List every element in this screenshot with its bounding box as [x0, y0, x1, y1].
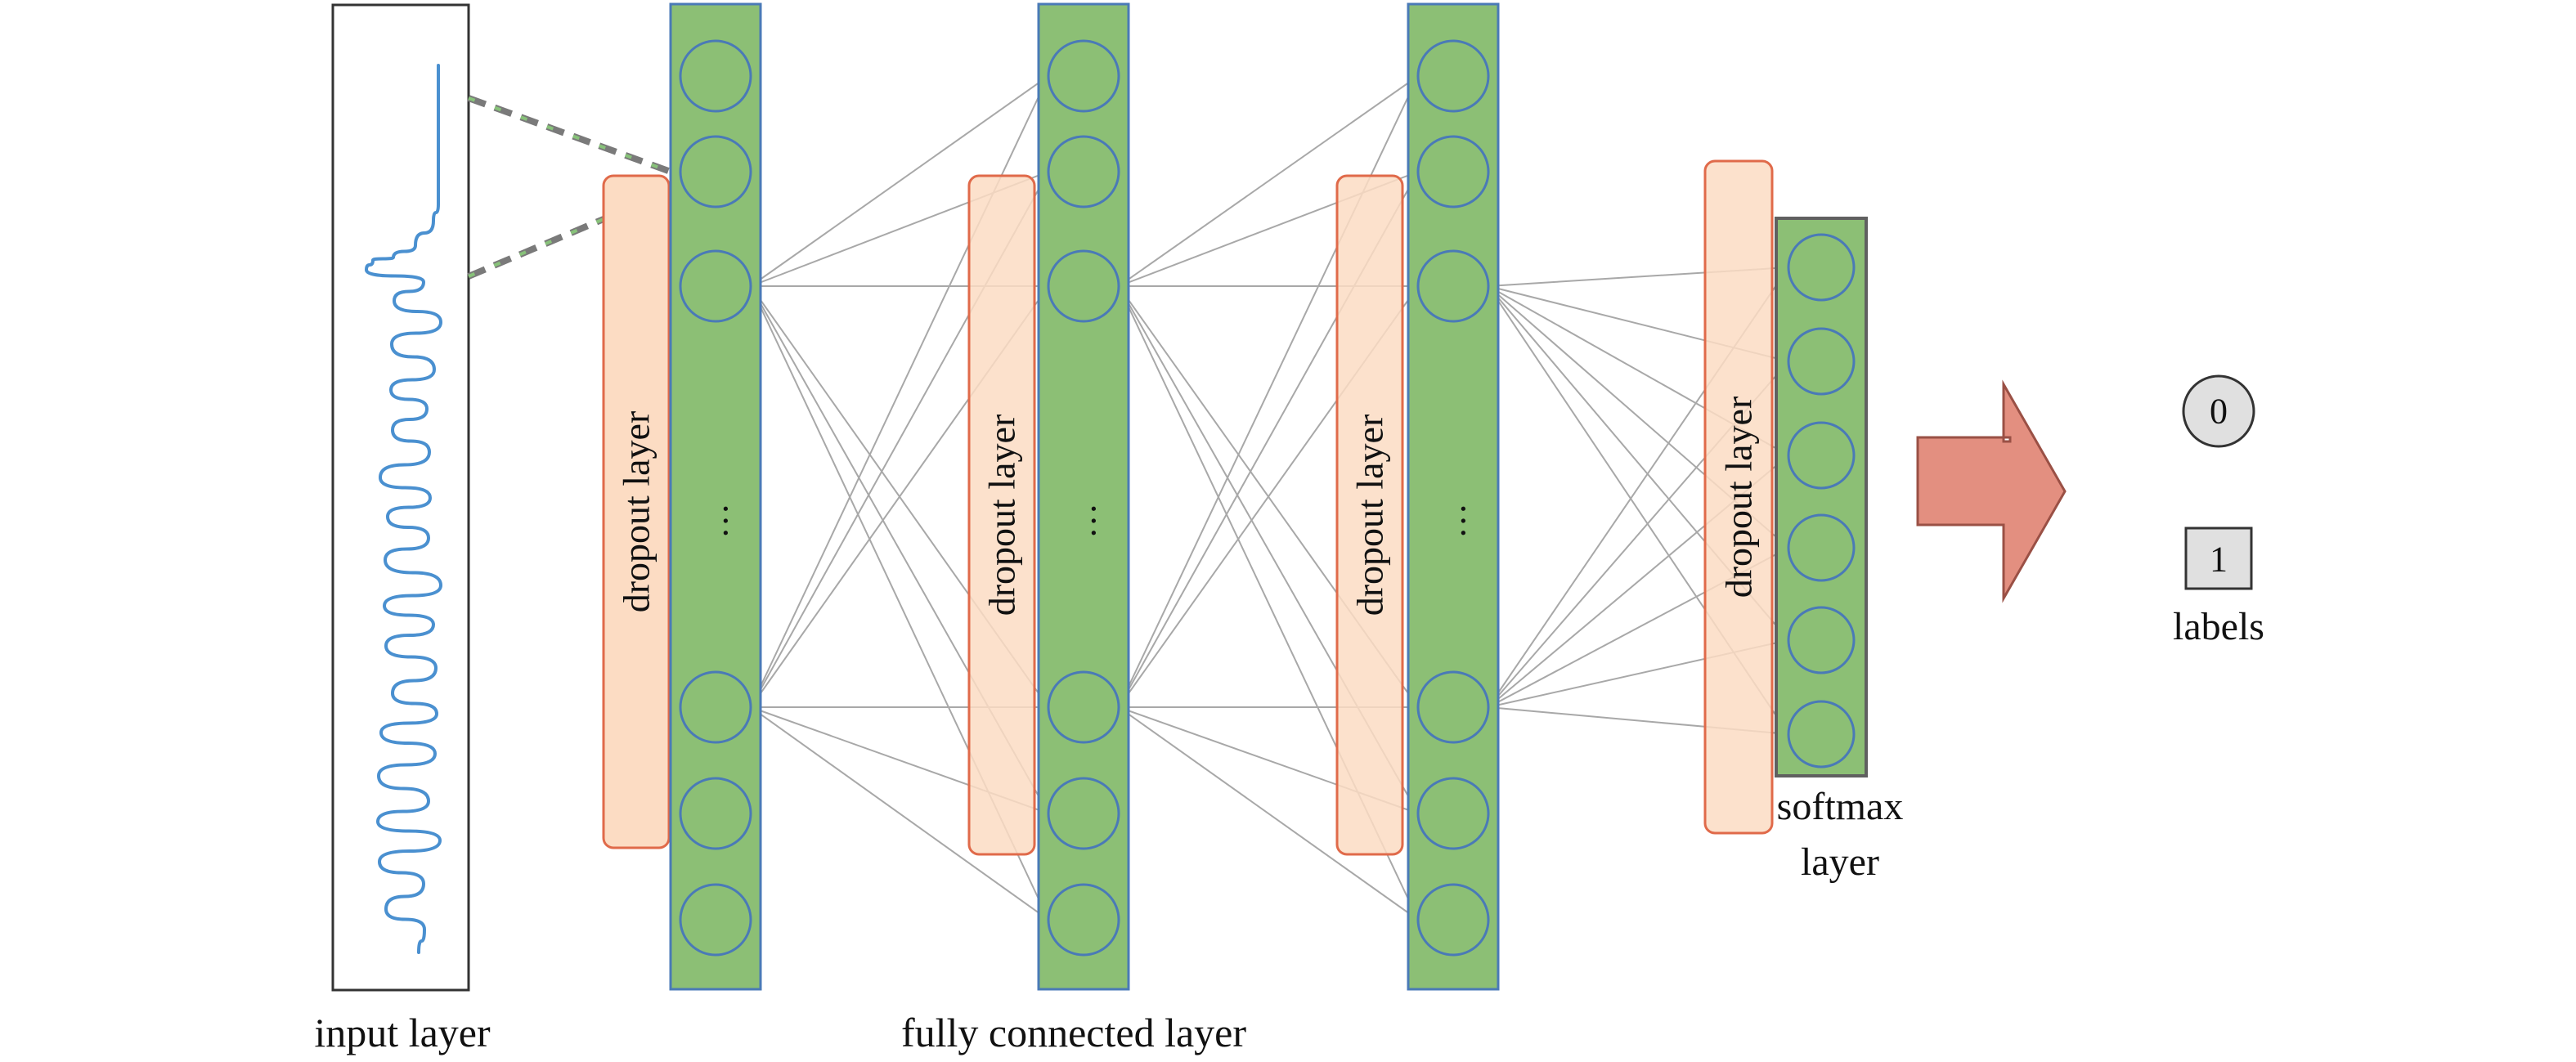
connection-line: [1118, 75, 1419, 287]
ellipsis-3: …: [1434, 503, 1474, 539]
fc3-neuron: [1416, 249, 1490, 323]
softmax-neuron: [1787, 233, 1856, 302]
connection-line: [750, 75, 1049, 287]
fc1-neuron: [679, 883, 752, 957]
input-dashed-line-bottom: [467, 216, 605, 280]
input-layer-caption: input layer: [314, 1010, 491, 1055]
class-1-label: 1: [2210, 540, 2228, 580]
input-signal: [365, 64, 442, 954]
fc2-neuron: [1047, 39, 1120, 113]
dropout-layer-4: [1703, 159, 1774, 835]
output-labels: 0 1 labels: [2173, 374, 2264, 648]
dropout-layer-1: [602, 174, 671, 849]
fc3-neuron: [1416, 135, 1490, 208]
fc2-neuron: [1047, 777, 1120, 850]
fc1-neuron: [679, 249, 752, 323]
fc3-neuron: [1416, 39, 1490, 113]
fc3-neuron: [1416, 777, 1490, 850]
ellipsis-2: …: [1064, 503, 1104, 539]
right-arrow-icon: [1916, 379, 2067, 603]
fc1-neuron: [679, 777, 752, 850]
softmax-caption-line2: layer: [1801, 840, 1879, 884]
fc2-neuron: [1047, 135, 1120, 208]
softmax-neuron: [1787, 421, 1856, 490]
fc2-neuron: [1047, 883, 1120, 957]
softmax-neuron: [1787, 327, 1856, 396]
fc2-neuron: [1047, 670, 1120, 744]
fc1-neuron: [679, 670, 752, 744]
softmax-neuron: [1787, 513, 1856, 582]
connection-line: [1118, 706, 1419, 921]
connection-line: [750, 706, 1049, 921]
input-connections: [467, 95, 672, 280]
input-layer: [331, 3, 470, 992]
ellipses: … … …: [696, 503, 1474, 539]
input-layer-box: [331, 3, 470, 992]
fc3-neuron: [1416, 883, 1490, 957]
ellipsis-1: …: [696, 503, 736, 539]
labels-caption: labels: [2173, 605, 2264, 648]
dropout-label-1: dropout layer: [616, 411, 657, 613]
neurons: [679, 39, 1856, 957]
fc1-neuron: [679, 135, 752, 208]
class-0-marker: [2182, 374, 2255, 448]
softmax-neuron: [1787, 606, 1856, 674]
connections: [750, 75, 1789, 921]
fc2-neuron: [1047, 249, 1120, 323]
fc1-neuron: [679, 39, 752, 113]
dropout-label-2: dropout layer: [981, 414, 1023, 616]
dropout-layer-3: [1335, 174, 1404, 856]
fc3-neuron: [1416, 670, 1490, 744]
softmax-neuron: [1787, 700, 1856, 768]
dropout-label-3: dropout layer: [1349, 414, 1391, 616]
class-1-marker: [2184, 527, 2253, 590]
input-dashed-line-top: [467, 95, 672, 175]
dropout-layer-2: [967, 174, 1036, 856]
fully-connected-caption: fully connected layer: [901, 1010, 1246, 1055]
dropout-label-4: dropout layer: [1718, 397, 1760, 598]
dropout-labels: dropout layer dropout layer dropout laye…: [616, 397, 1760, 616]
softmax-caption-line1: softmax: [1777, 785, 1904, 828]
class-0-label: 0: [2210, 392, 2228, 432]
dropout-layers: [602, 159, 1774, 856]
softmax-column: [1775, 217, 1868, 777]
